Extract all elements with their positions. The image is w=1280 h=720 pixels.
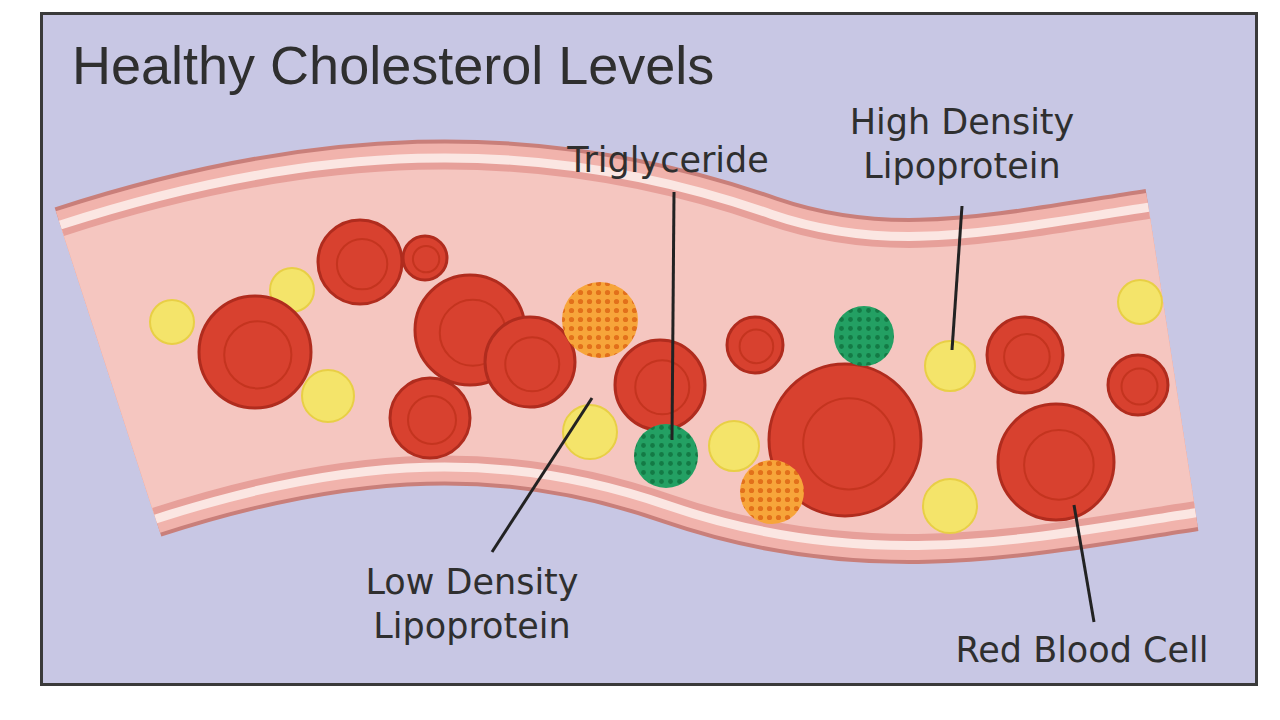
red-blood-cell-dimple <box>224 321 291 388</box>
leader-lines <box>492 192 1094 622</box>
hdl-particle <box>925 341 975 391</box>
red-blood-cell <box>390 378 470 458</box>
red-blood-cell <box>987 317 1063 393</box>
callout-label: Red Blood Cell <box>912 628 1252 672</box>
hdl-particle <box>150 300 194 344</box>
hdl-particle <box>923 479 977 533</box>
red-blood-cell-dimple <box>337 239 387 289</box>
red-blood-cell-dimple <box>413 246 439 272</box>
callout-label: High Density Lipoprotein <box>827 100 1097 188</box>
red-blood-cell <box>318 220 402 304</box>
ldl-particle <box>634 424 698 488</box>
red-blood-cell <box>199 296 311 408</box>
diagram-title: Healthy Cholesterol Levels <box>72 34 714 96</box>
red-blood-cell <box>1108 355 1168 415</box>
blood-particles <box>150 220 1168 533</box>
hdl-particle <box>302 370 354 422</box>
red-blood-cell-dimple <box>1024 430 1094 500</box>
red-blood-cell-dimple <box>505 337 559 391</box>
red-blood-cell <box>998 404 1114 520</box>
red-blood-cell-dimple <box>803 398 894 489</box>
red-blood-cell <box>615 340 705 430</box>
red-blood-cell <box>403 236 447 280</box>
red-blood-cell-dimple <box>1004 334 1050 380</box>
ldl-particle <box>834 306 894 366</box>
red-blood-cell-dimple <box>408 396 456 444</box>
red-blood-cell <box>485 317 575 407</box>
red-blood-cell-dimple <box>1122 369 1158 405</box>
triglyceride-particle <box>562 282 638 358</box>
red-blood-cell-dimple <box>635 360 689 414</box>
callout-label: Low Density Lipoprotein <box>327 560 617 648</box>
triglyceride-particle <box>740 460 804 524</box>
hdl-particle <box>709 421 759 471</box>
hdl-particle <box>1118 280 1162 324</box>
red-blood-cell <box>727 317 783 373</box>
callout-label: Triglyceride <box>538 138 798 182</box>
red-blood-cell-dimple <box>740 330 774 364</box>
